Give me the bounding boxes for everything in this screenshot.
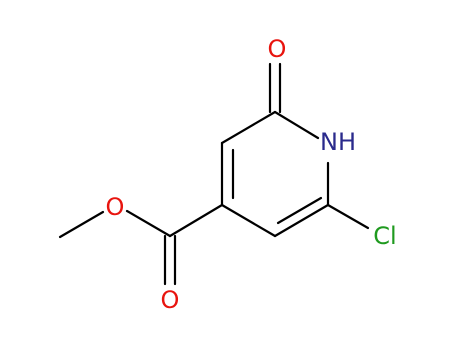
bond-c6-c5 [220, 110, 277, 145]
oxygen-carbonyl-label: O [161, 286, 180, 314]
bond-c2-cl [326, 203, 370, 230]
bond-c4-c3 [220, 203, 277, 238]
bond-o-methyl [58, 210, 105, 239]
oxygen-ester-label: O [106, 193, 125, 221]
oxygen-top-label: O [268, 35, 287, 63]
bond-n-c6 [273, 110, 320, 140]
chlorine-label: Cl [373, 222, 396, 250]
nitrogen-h-label: NH [320, 128, 356, 156]
bond-c3-c2 [273, 203, 330, 238]
bond-c4-cester [168, 203, 224, 238]
bond-c3-c2-inner [276, 196, 323, 225]
bond-cester-o-single [125, 209, 172, 238]
